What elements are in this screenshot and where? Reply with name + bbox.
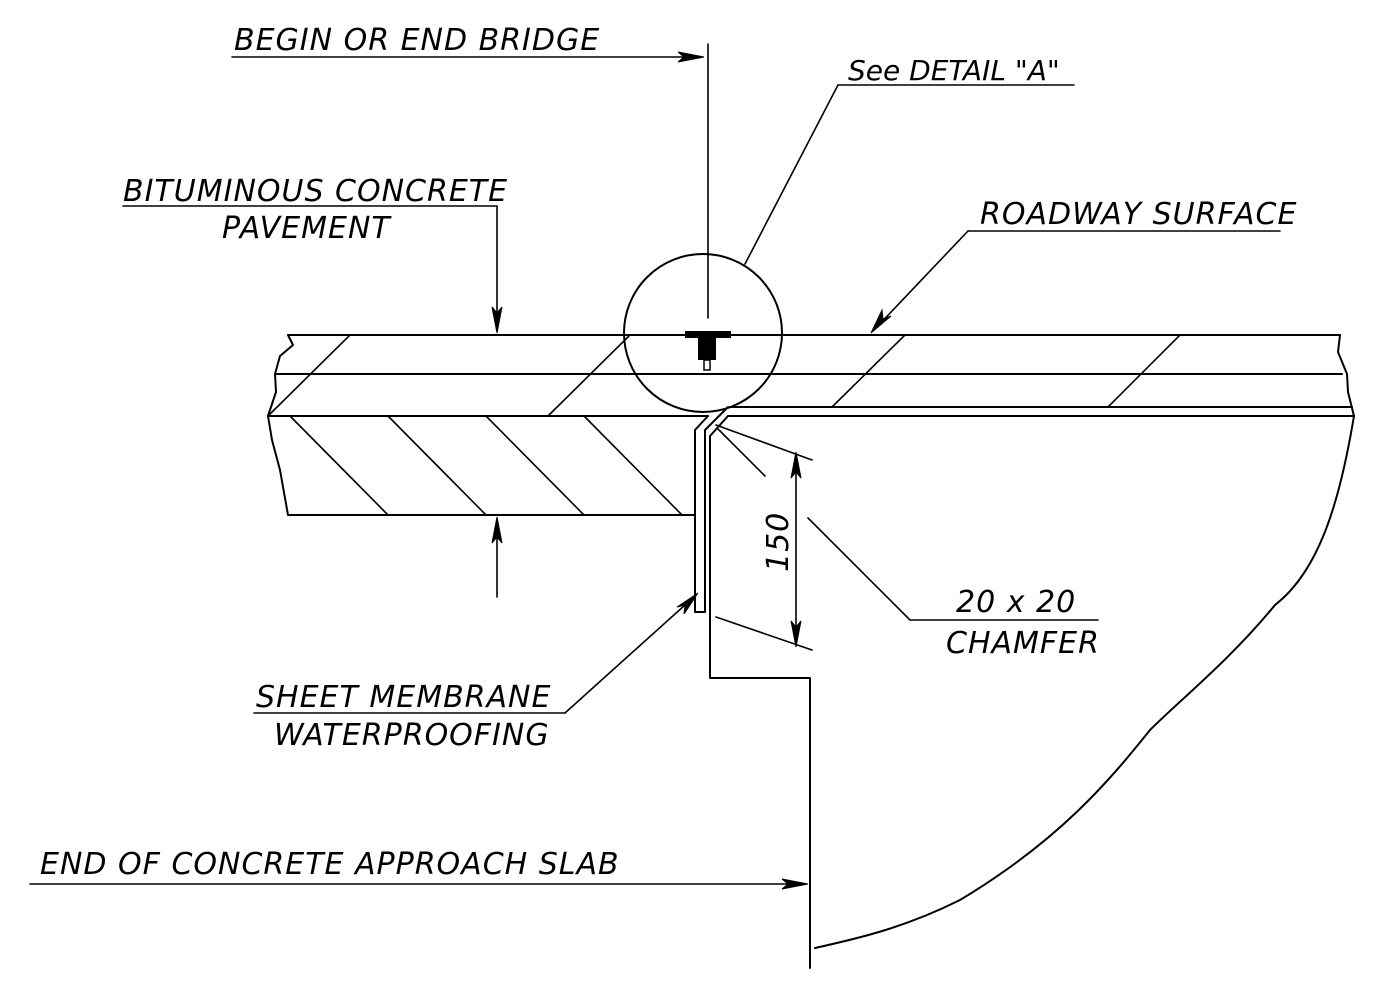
detail-a-callout — [623, 84, 1075, 413]
bituminous-pavement-layer — [267, 334, 1355, 417]
sheet-membrane — [694, 406, 729, 613]
chamfer-leader — [716, 427, 1099, 621]
label-bituminous-line1: BITUMINOUS CONCRETE — [123, 174, 508, 209]
roadway-surface-leader — [870, 230, 1281, 334]
label-chamfer-line1: 20 x 20 — [956, 585, 1076, 620]
label-begin-end-bridge: BEGIN OR END BRIDGE — [234, 23, 600, 58]
label-bituminous-line2: PAVEMENT — [222, 211, 392, 246]
bituminous-leader — [122, 205, 503, 598]
label-roadway-surface: ROADWAY SURFACE — [980, 197, 1297, 232]
membrane-leader — [253, 592, 699, 714]
label-chamfer-line2: CHAMFER — [946, 626, 1100, 661]
label-see-detail: See DETAIL "A" — [848, 54, 1060, 87]
dimension-150 — [715, 424, 813, 651]
label-membrane-line2: WATERPROOFING — [274, 718, 550, 753]
label-membrane-line1: SHEET MEMBRANE — [256, 680, 551, 715]
label-end-slab: END OF CONCRETE APPROACH SLAB — [40, 847, 620, 882]
approach-slab — [267, 415, 696, 516]
end-slab-leader — [29, 878, 809, 890]
label-dimension-150: 150 — [761, 512, 796, 572]
bridge-abutment — [709, 415, 1355, 969]
begin-end-bridge-leader — [231, 43, 709, 319]
